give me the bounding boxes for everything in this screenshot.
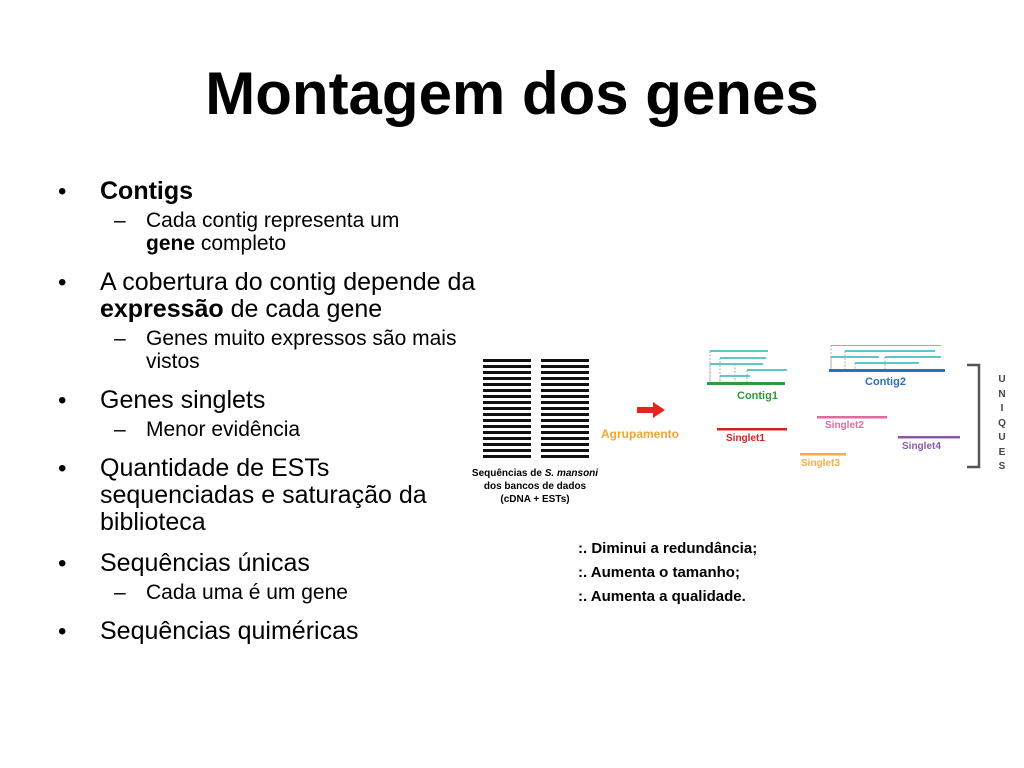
dash-marker: – (114, 327, 126, 350)
sequence-line (541, 407, 589, 410)
sequence-line (541, 389, 589, 392)
sequence-line (541, 371, 589, 374)
agrupamento-label: Agrupamento (601, 427, 679, 441)
uniques-bracket (967, 363, 981, 469)
contig1-label: Contig1 (737, 390, 778, 402)
bullet-list: • Contigs – Cada contig representa um ge… (58, 178, 498, 659)
bullet-marker: • (58, 455, 67, 482)
database-caption: Sequências de S. mansoni dos bancos de d… (471, 468, 599, 505)
sequence-line (483, 401, 531, 404)
singlet3-label: Singlet3 (801, 458, 840, 469)
sequence-line (483, 359, 531, 362)
sequence-line (483, 455, 531, 458)
sequence-line (483, 383, 531, 386)
uniques-letter: N (998, 388, 1006, 400)
sequence-line (541, 449, 589, 452)
singlet1-label: Singlet1 (726, 433, 765, 444)
sequence-line (541, 383, 589, 386)
bullet-item-quantidade: • Quantidade de ESTs sequenciadas e satu… (58, 455, 475, 536)
sub-list: – Cada uma é um gene (100, 581, 498, 604)
bullet-item-unicas: • Sequências únicas – Cada uma é um gene (58, 549, 498, 605)
bullet-text-quantidade: Quantidade de ESTs sequenciadas e satura… (100, 454, 427, 536)
uniques-letter: E (998, 446, 1006, 458)
sequence-line (483, 377, 531, 380)
sub-list: – Genes muito expressos são mais vistos (100, 327, 498, 373)
sequence-line (541, 431, 589, 434)
bullet-item-contigs: • Contigs – Cada contig representa um ge… (58, 177, 498, 256)
sequence-line (541, 425, 589, 428)
contig2-label: Contig2 (865, 376, 906, 388)
sub-list: – Cada contig representa um gene complet… (100, 209, 498, 255)
arrow-head (653, 402, 665, 418)
singlet1-bar (717, 428, 787, 431)
sequence-line (541, 455, 589, 458)
bullet-marker: • (58, 178, 67, 205)
dash-marker: – (114, 418, 126, 441)
dash-marker: – (114, 209, 126, 232)
uniques-letter: U (998, 432, 1006, 443)
bullet-marker: • (58, 269, 67, 296)
sequence-line (541, 413, 589, 416)
sequence-line (541, 419, 589, 422)
arrow-shaft (637, 407, 655, 413)
bullet-text-unicas: Sequências únicas (100, 549, 310, 577)
sequence-line (483, 425, 531, 428)
uniques-letter: S (998, 461, 1006, 472)
sequence-line (483, 437, 531, 440)
sequence-line (483, 443, 531, 446)
sub-item-evidencia: – Menor evidência (114, 418, 301, 441)
benefit-item: :. Diminui a redundância; (578, 540, 758, 557)
singlet2-label: Singlet2 (825, 420, 864, 431)
bullet-item-quimericas: • Sequências quiméricas (58, 617, 498, 646)
bullet-item-singlets: • Genes singlets – Menor evidência (58, 386, 498, 442)
bullet-marker: • (58, 550, 67, 577)
page-title: Montagem dos genes (205, 60, 819, 127)
bullet-marker: • (58, 618, 67, 645)
bullet-text-quimericas: Sequências quiméricas (100, 617, 359, 645)
singlet2-bar (817, 416, 887, 419)
singlet4-bar (898, 436, 960, 439)
sequence-line (483, 407, 531, 410)
sequence-line (541, 359, 589, 362)
clustering-diagram: Sequências de S. mansoni dos bancos de d… (455, 345, 1015, 515)
sequence-line (483, 365, 531, 368)
sub-item-gene: – Cada uma é um gene (114, 581, 348, 604)
diagram-graphics (483, 345, 981, 469)
sub-list: – Menor evidência (100, 418, 498, 441)
uniques-letter: U (998, 374, 1006, 385)
benefit-item: :. Aumenta o tamanho; (578, 564, 740, 581)
sequence-line (483, 371, 531, 374)
sub-item-contig-gene: – Cada contig representa um gene complet… (114, 209, 400, 255)
sequence-line (541, 443, 589, 446)
sequence-line (483, 413, 531, 416)
bullet-text-contigs: Contigs (100, 177, 194, 205)
sequence-line (483, 389, 531, 392)
contig2-bar (829, 369, 945, 372)
uniques-letter: Q (998, 417, 1006, 429)
bullet-text-singlets: Genes singlets (100, 386, 266, 414)
uniques-letter: I (1000, 403, 1004, 414)
singlet3-bar (800, 453, 846, 456)
bullet-marker: • (58, 387, 67, 414)
sequence-line (483, 419, 531, 422)
sequence-line (483, 449, 531, 452)
benefits-list: :. Diminui a redundância; :. Aumenta o t… (578, 537, 757, 609)
benefit-item: :. Aumenta a qualidade. (578, 588, 746, 605)
sequence-line (541, 437, 589, 440)
sequence-line (541, 401, 589, 404)
sequence-line (483, 395, 531, 398)
dash-marker: – (114, 581, 126, 604)
sequence-line (541, 365, 589, 368)
sub-item-expressos: – Genes muito expressos são mais vistos (114, 327, 457, 373)
bullet-item-cobertura: • A cobertura do contig depende da expre… (58, 269, 498, 374)
sequence-line (483, 431, 531, 434)
singlet4-label: Singlet4 (902, 441, 941, 452)
sequence-line (541, 395, 589, 398)
sequence-line (541, 377, 589, 380)
contig1-bar (707, 382, 785, 385)
